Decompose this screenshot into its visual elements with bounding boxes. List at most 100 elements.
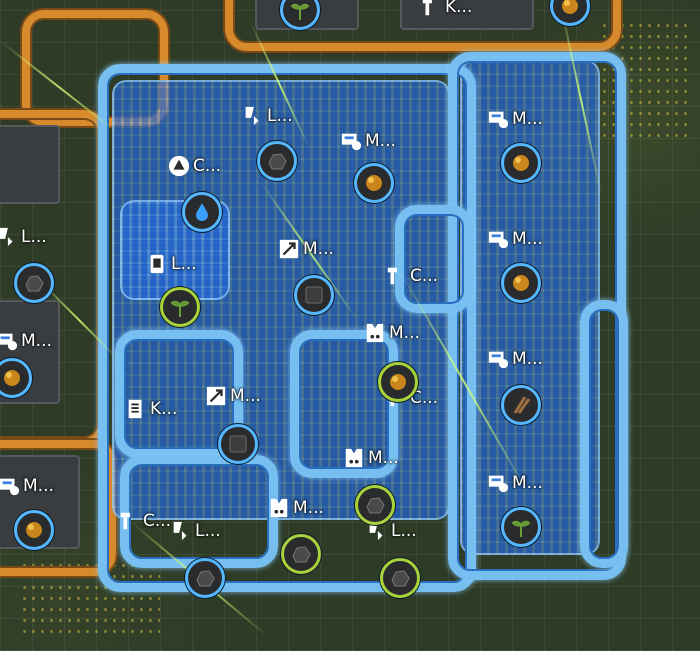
chest-icon [385,265,407,287]
product-badge[interactable] [501,263,541,303]
entity-label: M... [512,473,543,493]
product-badge[interactable] [14,263,54,303]
entity-machine[interactable]: M... [487,108,543,130]
product-badge[interactable] [14,510,54,550]
entity-label: M... [21,331,52,351]
kiln-icon [125,398,147,420]
chest-icon [118,510,140,532]
entity-label: C... [143,511,172,531]
product-badge[interactable] [182,192,222,232]
entity-assembler[interactable]: M... [268,497,324,519]
coal-icon [391,570,410,587]
entity-label: M... [389,323,420,343]
entity-label: L... [267,106,293,126]
entity-loader[interactable]: L... [170,520,221,542]
built-machine[interactable] [400,0,534,30]
coal-icon [268,153,287,170]
loader-icon [0,226,18,248]
orange-belt-loop [225,0,621,51]
entity-machine[interactable]: M... [340,130,396,152]
ore-icon [513,275,529,291]
product-badge[interactable] [355,485,395,525]
entity-label: M... [365,131,396,151]
assembler-icon [343,447,365,469]
product-badge[interactable] [380,558,420,598]
machine-icon [0,330,18,352]
product-badge[interactable] [294,275,334,315]
entity-crusher[interactable]: M... [278,238,334,260]
assembler-icon [364,322,386,344]
machine-icon [0,475,20,497]
entity-loader[interactable]: L... [0,226,47,248]
entity-label: M... [303,239,334,259]
coal-icon [292,546,311,563]
entity-label: C... [410,388,439,408]
ghost-belt-loop [115,330,243,458]
water-drop-icon [196,203,208,221]
entity-machine[interactable]: M... [0,330,52,352]
product-badge[interactable] [0,358,32,398]
ghost-belt-loop [580,300,628,568]
product-badge[interactable] [378,362,418,402]
entity-crusher[interactable]: M... [205,385,261,407]
built-machine[interactable] [0,125,60,204]
entity-loader[interactable]: L... [146,253,197,275]
entity-chemical-plant[interactable]: C... [168,155,221,177]
chest-icon [420,0,442,18]
entity-chest[interactable]: K... [420,0,472,18]
machine-icon [487,348,509,370]
entity-label: L... [195,521,221,541]
ghost-belt-loop [98,64,476,592]
entity-label: L... [391,521,417,541]
entity-machine[interactable]: M... [487,348,543,370]
assembler-icon [268,497,290,519]
entity-chest[interactable]: C... [118,510,171,532]
product-badge[interactable] [501,507,541,547]
product-badge[interactable] [501,385,541,425]
ore-icon [26,522,42,538]
entity-loader[interactable]: L... [366,520,417,542]
product-badge[interactable] [257,141,297,181]
entity-machine[interactable]: M... [487,472,543,494]
entity-label: M... [230,386,261,406]
entity-label: M... [512,349,543,369]
stone-block-icon [305,286,323,304]
entity-loader[interactable]: L... [242,105,293,127]
entity-machine[interactable]: M... [487,228,543,250]
entity-machine[interactable]: M... [0,475,54,497]
loader-icon [146,253,168,275]
entity-label: M... [23,476,54,496]
entity-kiln[interactable]: K... [125,398,177,420]
product-badge[interactable] [354,163,394,203]
plant-icon [290,3,310,20]
chemical-plant-icon [168,155,190,177]
entity-label: M... [512,229,543,249]
product-badge[interactable] [218,424,258,464]
machine-icon [487,472,509,494]
loader-icon [242,105,264,127]
ore-icon [366,175,382,191]
entity-chest[interactable]: C... [385,265,438,287]
wood-sticks-icon [513,396,531,414]
entity-label: C... [410,266,439,286]
ore-icon [513,155,529,171]
coal-icon [366,497,385,514]
ore-icon [390,374,406,390]
crusher-icon [205,385,227,407]
ghost-belt-loop [395,205,473,313]
entity-assembler[interactable]: M... [364,322,420,344]
entity-label: M... [368,448,399,468]
entity-label: K... [150,399,178,419]
coal-icon [25,275,44,292]
ore-icon [4,370,20,386]
product-badge[interactable] [160,287,200,327]
product-badge[interactable] [185,558,225,598]
entity-label: L... [171,254,197,274]
product-badge[interactable] [281,534,321,574]
machine-icon [487,108,509,130]
crusher-icon [278,238,300,260]
entity-assembler[interactable]: M... [343,447,399,469]
product-badge[interactable] [501,143,541,183]
loader-icon [170,520,192,542]
